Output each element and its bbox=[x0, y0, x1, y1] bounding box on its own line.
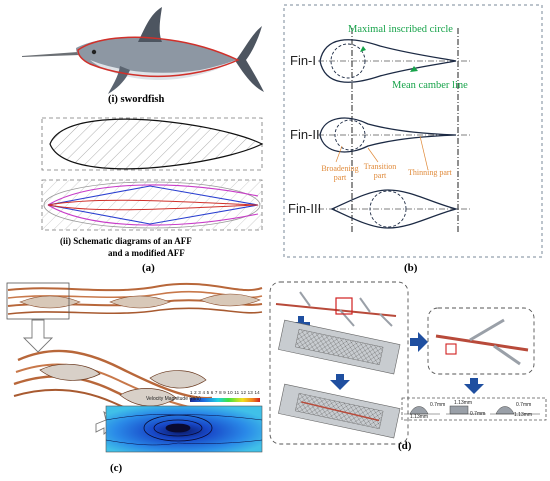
dim-1b: 1.13mm bbox=[410, 414, 429, 420]
transition-part-label: Transition part bbox=[363, 162, 397, 180]
arrow-down-icon-2 bbox=[464, 378, 484, 394]
caption-swordfish: (i) swordfish bbox=[108, 94, 165, 105]
colorbar-ticks: 1 2 3 4 5 6 7 8 9 10 11 12 13 14 bbox=[190, 390, 260, 395]
swordfish-illustration bbox=[22, 7, 264, 94]
velocity-colorbar bbox=[190, 398, 260, 402]
dim-2b: 0.7mm bbox=[470, 411, 486, 417]
fin-iii-label: Fin-III bbox=[288, 201, 322, 216]
panel-a-label: (a) bbox=[142, 262, 155, 274]
fin-ii-profile bbox=[318, 117, 470, 153]
dim-3b: 1.13mm bbox=[514, 412, 533, 418]
modified-aff-schematic bbox=[41, 179, 263, 231]
fin-ii-label: Fin-II bbox=[290, 127, 320, 142]
branched-fin-top bbox=[275, 291, 397, 327]
dim-2a: 1.13mm bbox=[454, 400, 473, 406]
maximal-inscribed-circle-label: Maximal inscribed circle bbox=[348, 24, 453, 35]
cross-section-box bbox=[401, 397, 547, 421]
meshed-channel-1 bbox=[278, 319, 401, 375]
cross-section-shapes bbox=[404, 405, 540, 415]
caption-modified-aff: and a modified AFF bbox=[108, 248, 185, 258]
arrow-right-icon bbox=[410, 332, 428, 352]
panel-d-label: (d) bbox=[398, 440, 412, 452]
dim-1a: 0.7mm bbox=[430, 402, 446, 408]
arrow-down-icon bbox=[330, 374, 350, 390]
fin-i-profile bbox=[318, 39, 470, 83]
dim-3a: 0.7mm bbox=[516, 402, 532, 408]
thinning-part-label: Thinning part bbox=[408, 168, 452, 177]
mean-camber-line-label: Mean camber line bbox=[392, 80, 468, 91]
panel-b-frame bbox=[283, 4, 543, 258]
broadening-part-label: Broadening part bbox=[321, 164, 359, 182]
panel-c-label: (c) bbox=[110, 462, 123, 474]
colorbar-title: Velocity Magnitude (m/s) bbox=[146, 396, 201, 402]
fin-array-strip bbox=[6, 282, 263, 320]
arrow-down-hollow-icon bbox=[22, 319, 54, 353]
panel-b-label: (b) bbox=[404, 262, 418, 274]
fin-iii-profile bbox=[318, 189, 470, 229]
fin-junction-detail bbox=[435, 318, 529, 366]
caption-aff: (ii) Schematic diagrams of an AFF bbox=[60, 236, 192, 246]
meshed-channel-2 bbox=[278, 383, 401, 439]
fin-i-label: Fin-I bbox=[290, 53, 316, 68]
velocity-contour bbox=[105, 398, 263, 453]
